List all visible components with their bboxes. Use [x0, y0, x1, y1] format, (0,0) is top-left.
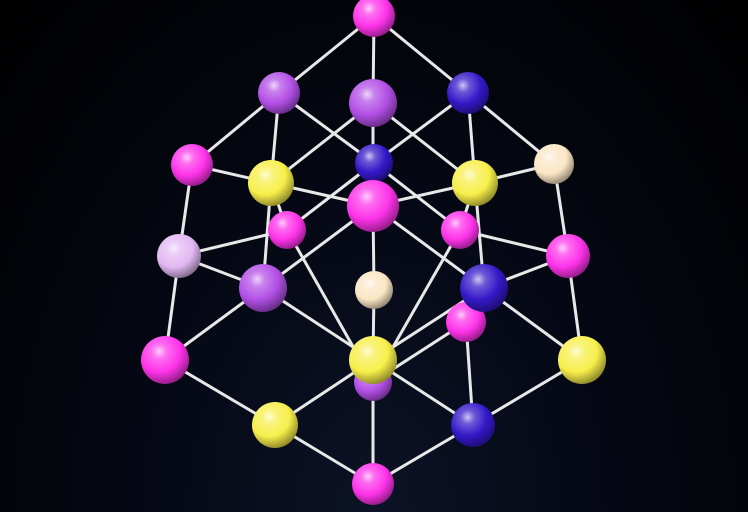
- atom-indigo-b3: [355, 144, 393, 182]
- atom-indigo-a3: [447, 72, 489, 114]
- atom-indigo-d4: [460, 264, 508, 312]
- atom-magenta-c2: [441, 211, 479, 249]
- atom-magenta-e1: [446, 302, 486, 342]
- atom-magenta-f1: [141, 336, 189, 384]
- atom-violet-d2: [239, 264, 287, 312]
- atom-lavender-d1: [157, 234, 201, 278]
- lattice-atoms: [141, 0, 606, 505]
- atom-magenta-c1: [268, 211, 306, 249]
- atom-magenta-top: [353, 0, 395, 37]
- atom-cream-d3: [355, 271, 393, 309]
- atom-violet-a2: [349, 79, 397, 127]
- atom-yellow-g1: [252, 402, 298, 448]
- atom-magenta-bot: [352, 463, 394, 505]
- atom-cream-b5: [534, 144, 574, 184]
- atom-magenta-d5: [546, 234, 590, 278]
- atom-yellow-f2: [349, 336, 397, 384]
- atom-yellow-b2: [248, 160, 294, 206]
- atom-magenta-b1: [171, 144, 213, 186]
- atom-violet-a1: [258, 72, 300, 114]
- atom-indigo-g2: [451, 403, 495, 447]
- atom-yellow-f3: [558, 336, 606, 384]
- atom-yellow-b4: [452, 160, 498, 206]
- atom-magenta-c0: [347, 180, 399, 232]
